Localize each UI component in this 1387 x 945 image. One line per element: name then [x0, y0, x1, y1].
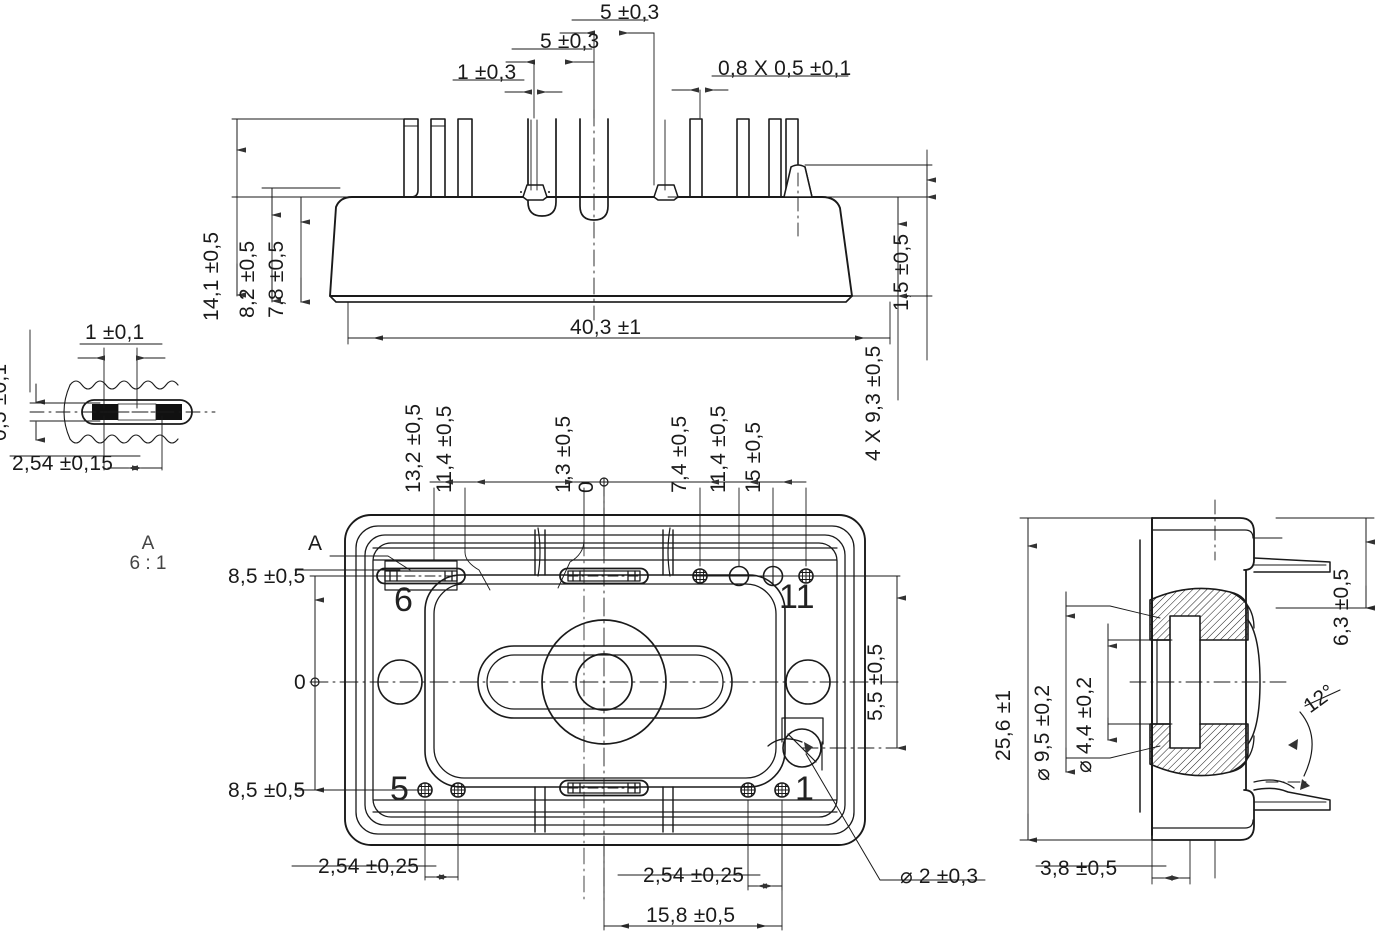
side-view-geometry [1019, 499, 1375, 885]
dim-top-2: 11,4 ±0,5 [433, 405, 456, 493]
dim-hole-note: ⌀ 2 ±0,3 [900, 865, 979, 888]
dim-bottom-left: 2,54 ±0,25 [318, 855, 420, 878]
detail-view-a-geometry [9, 329, 216, 471]
dim-top-4: 0 [575, 481, 598, 493]
pin-marker-11: 11 [779, 578, 815, 616]
dim-front-tab-height: 1,5 ±0,5 [890, 233, 913, 311]
dim-front-tab-size: 0,8 X 0,5 ±0,1 [718, 57, 852, 80]
dim-front-body-length: 40,3 ±1 [570, 316, 642, 339]
dim-detail-height: 0,5 ±0,1 [0, 363, 11, 441]
dim-bottom-right: 2,54 ±0,25 [643, 864, 745, 887]
dim-front-pin-gap-mid: 5 ±0,3 [540, 30, 600, 53]
dim-top-6: 11,4 ±0,5 [707, 405, 730, 493]
dim-left-bottom: 8,5 ±0,5 [228, 779, 306, 802]
pin-marker-1: 1 [795, 770, 815, 808]
front-view-geometry [231, 19, 936, 401]
dim-side-base-thickness: 3,8 ±0,5 [1040, 857, 1118, 880]
top-view-geometry [291, 477, 986, 931]
section-callout-a: A [308, 532, 323, 555]
dim-front-slot-width: 1 ±0,3 [457, 61, 517, 84]
detail-view-label: A [141, 533, 155, 554]
dim-left-zero: 0 [294, 671, 306, 694]
detail-view-scale: 6 : 1 [129, 553, 167, 574]
dim-top-3: 1,3 ±0,5 [552, 415, 575, 493]
dim-side-total-height: 25,6 ±1 [992, 689, 1015, 761]
dim-right-5-5: 5,5 ±0,5 [864, 643, 887, 721]
dim-left-top: 8,5 ±0,5 [228, 565, 306, 588]
dim-top-5: 7,4 ±0,5 [668, 415, 691, 493]
dim-side-bore-outer: ⌀ 9,5 ±0,2 [1031, 684, 1054, 781]
dim-detail-pitch: 2,54 ±0,15 [12, 452, 114, 475]
dim-bottom-span: 15,8 ±0,5 [646, 904, 736, 927]
dim-side-pin-offset: 6,3 ±0,5 [1330, 568, 1353, 646]
dim-detail-width: 1 ±0,1 [85, 321, 145, 344]
dim-front-height-b: 7,8 ±0,5 [265, 240, 288, 318]
dim-front-pin-height-4x: 4 X 9,3 ±0,5 [862, 345, 885, 461]
dim-front-height-a: 8,2 ±0,5 [236, 240, 259, 318]
dim-front-total-height: 14,1 ±0,5 [200, 231, 223, 321]
dim-front-pin-gap-top: 5 ±0,3 [600, 1, 660, 24]
pin-marker-5: 5 [390, 770, 410, 808]
dim-top-1: 13,2 ±0,5 [402, 403, 425, 493]
pin-marker-6: 6 [394, 581, 414, 619]
dim-side-bore-inner: ⌀ 4,4 ±0,2 [1073, 676, 1096, 773]
dim-top-7: 15 ±0,5 [742, 421, 765, 493]
